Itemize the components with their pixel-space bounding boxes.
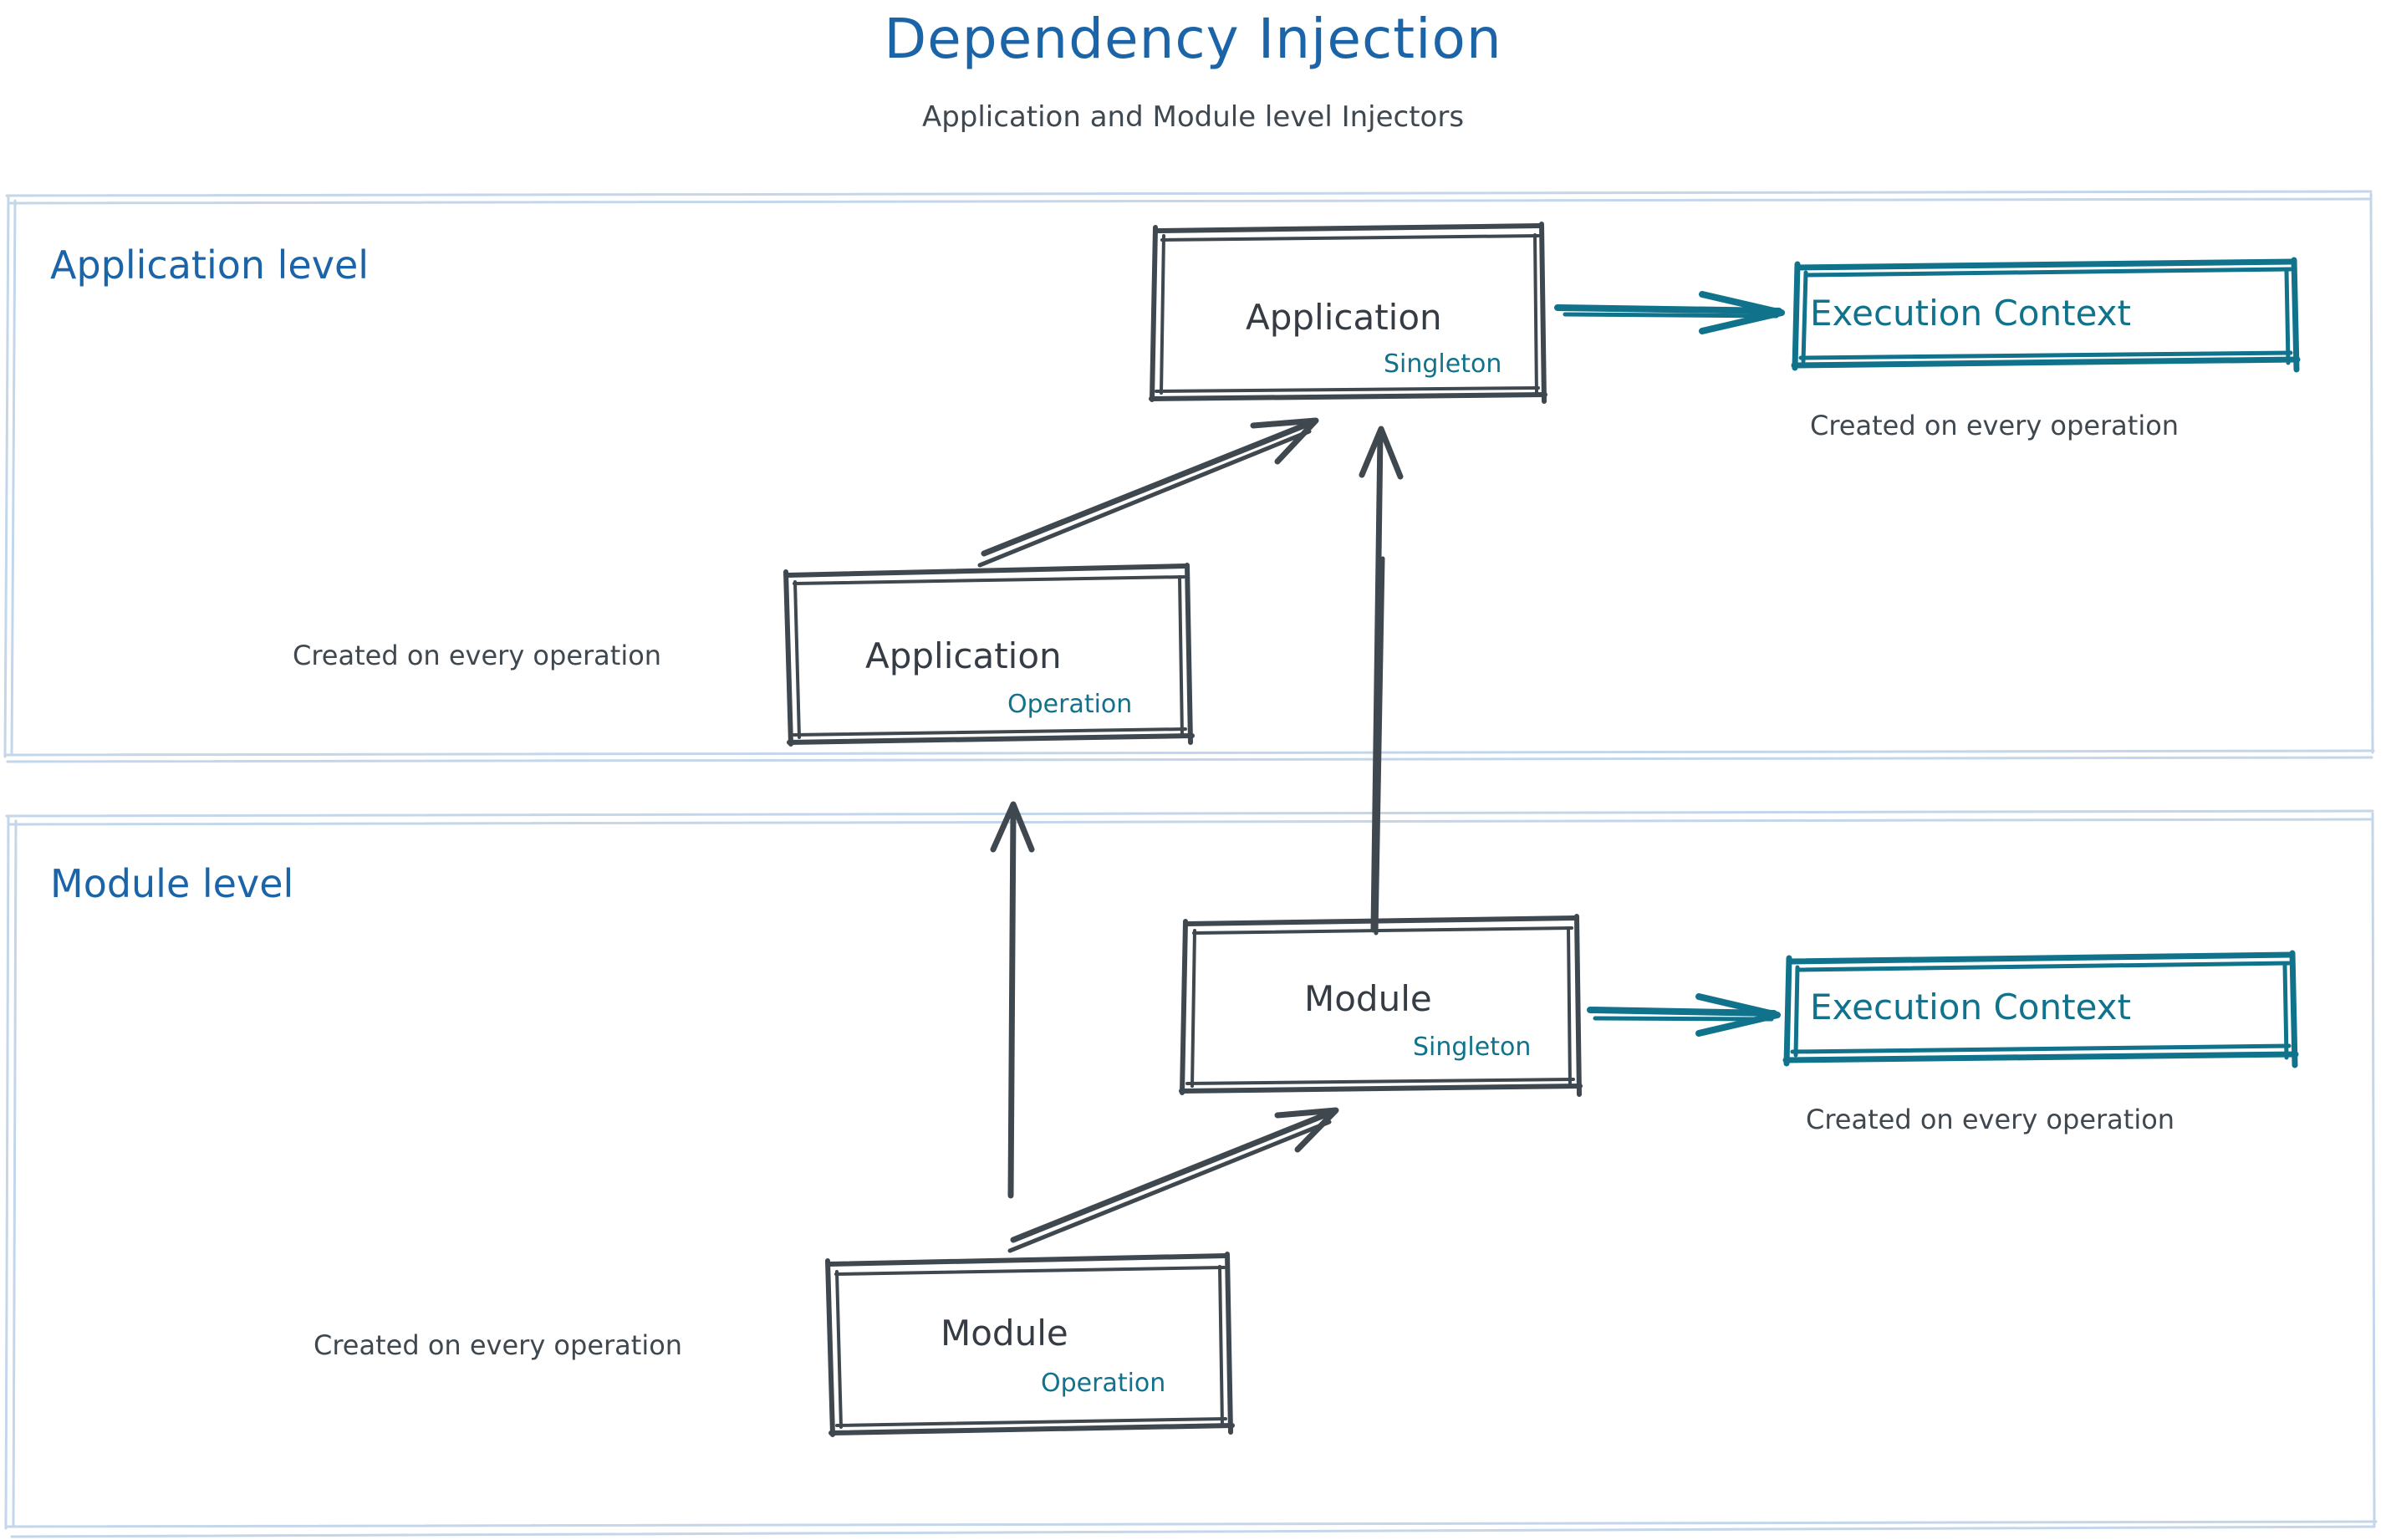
application-singleton-box[interactable]: [1149, 222, 1547, 404]
execution-context-module-box[interactable]: [1782, 950, 2299, 1068]
execution-context-application-box[interactable]: [1791, 257, 2301, 373]
edge-module-operation-to-app-operation: [990, 801, 1035, 1199]
edge-module-singleton-to-app-singleton: [1359, 426, 1404, 936]
module-operation-title: Module: [941, 1313, 1068, 1354]
caption-application-execution-context: Created on every operation: [1810, 410, 2180, 441]
application-operation-badge: Operation: [1007, 690, 1133, 719]
application-operation-title: Application: [865, 635, 1062, 676]
page-title: Dependency Injection: [884, 7, 1502, 71]
page-subtitle: Application and Module level Injectors: [921, 100, 1465, 134]
execution-context-module-title: Execution Context: [1810, 987, 2131, 1028]
application-level-label: Application level: [50, 242, 370, 288]
module-level-label: Module level: [50, 861, 294, 906]
application-singleton-title: Application: [1246, 297, 1442, 338]
module-singleton-title: Module: [1304, 978, 1432, 1019]
module-level-container: [4, 809, 2378, 1538]
module-singleton-badge: Singleton: [1413, 1033, 1532, 1062]
application-level-container: [3, 190, 2375, 763]
caption-module-execution-context: Created on every operation: [1806, 1104, 2175, 1135]
application-operation-box[interactable]: [783, 563, 1195, 747]
application-singleton-badge: Singleton: [1384, 349, 1502, 379]
module-singleton-box[interactable]: [1179, 914, 1583, 1097]
execution-context-application-title: Execution Context: [1810, 293, 2131, 334]
module-operation-box[interactable]: [825, 1252, 1235, 1437]
module-operation-badge: Operation: [1041, 1369, 1166, 1398]
caption-module-operation: Created on every operation: [314, 1329, 683, 1361]
caption-application-operation: Created on every operation: [293, 640, 662, 671]
edge-module-operation-to-module-singleton: [1007, 1107, 1339, 1253]
edge-module-singleton-to-execution-context: [1587, 993, 1781, 1037]
edge-app-operation-to-app-singleton: [977, 417, 1319, 568]
edge-app-singleton-to-execution-context: [1554, 291, 1785, 334]
